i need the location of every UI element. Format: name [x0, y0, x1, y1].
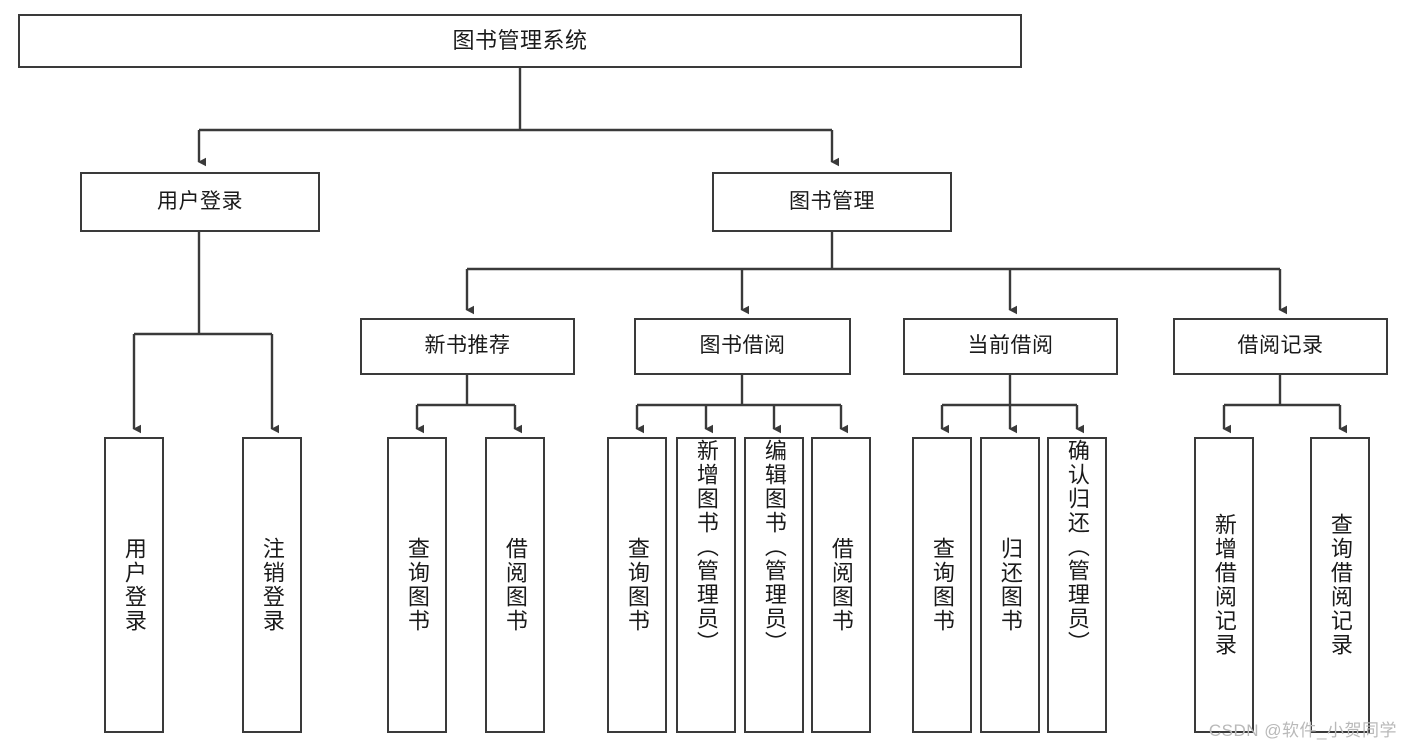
leaf-query-borrow-record[interactable]: 查询借阅记录	[1310, 437, 1370, 733]
leaf-user-login[interactable]: 用户登录	[104, 437, 164, 733]
node-book-borrowing[interactable]: 图书借阅	[634, 318, 851, 375]
leaf-edit-book-admin[interactable]: 编辑图书（管理员）	[744, 437, 804, 733]
leaf-query-books-borrowing[interactable]: 查询图书	[607, 437, 667, 733]
node-current-borrowing[interactable]: 当前借阅	[903, 318, 1118, 375]
leaf-add-book-admin[interactable]: 新增图书（管理员）	[676, 437, 736, 733]
node-label: 借阅记录	[1237, 334, 1324, 358]
node-user-login[interactable]: 用户登录	[80, 172, 320, 232]
node-label: 图书管理	[789, 189, 875, 213]
node-label: 新增图书（管理员）	[693, 439, 719, 655]
leaf-confirm-return-admin[interactable]: 确认归还（管理员）	[1047, 437, 1107, 733]
node-label: 查询图书	[404, 537, 430, 633]
node-label: 用户登录	[157, 189, 243, 213]
node-label: 借阅图书	[502, 537, 528, 633]
leaf-query-books-recommendation[interactable]: 查询图书	[387, 437, 447, 733]
node-label: 确认归还（管理员）	[1064, 439, 1090, 655]
leaf-return-books[interactable]: 归还图书	[980, 437, 1040, 733]
leaf-borrow-books-borrowing[interactable]: 借阅图书	[811, 437, 871, 733]
node-borrowing-records[interactable]: 借阅记录	[1173, 318, 1388, 375]
watermark: CSDN @软件_小贺同学	[1208, 721, 1397, 740]
node-label: 新增借阅记录	[1211, 513, 1237, 657]
leaf-borrow-books-recommendation[interactable]: 借阅图书	[485, 437, 545, 733]
leaf-add-borrow-record[interactable]: 新增借阅记录	[1194, 437, 1254, 733]
node-label: 用户登录	[121, 537, 147, 633]
node-label: 查询图书	[624, 537, 650, 633]
node-label: 图书管理系统	[452, 28, 588, 54]
leaf-query-books-current[interactable]: 查询图书	[912, 437, 972, 733]
node-label: 当前借阅	[967, 334, 1054, 358]
node-label: 借阅图书	[828, 537, 854, 633]
node-label: 归还图书	[997, 537, 1023, 633]
node-label: 编辑图书（管理员）	[761, 439, 787, 655]
node-new-book-recommendation[interactable]: 新书推荐	[360, 318, 575, 375]
node-label: 查询借阅记录	[1327, 513, 1353, 657]
node-label: 查询图书	[929, 537, 955, 633]
node-label: 图书借阅	[699, 334, 786, 358]
node-book-management[interactable]: 图书管理	[712, 172, 952, 232]
node-label: 新书推荐	[424, 334, 511, 358]
leaf-logout[interactable]: 注销登录	[242, 437, 302, 733]
node-root-book-management-system[interactable]: 图书管理系统	[18, 14, 1022, 68]
node-label: 注销登录	[259, 537, 285, 633]
